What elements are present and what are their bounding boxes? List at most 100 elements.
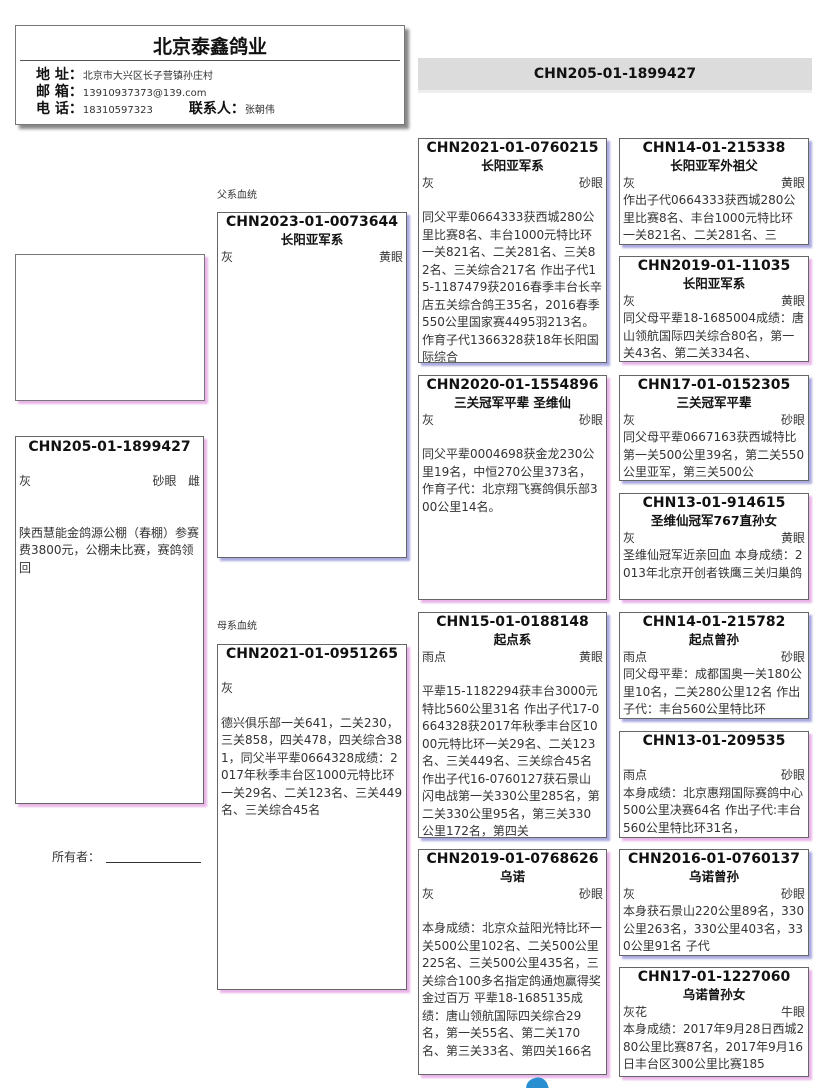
eye-type: 砂眼: [780, 412, 805, 427]
feather-color: 灰花: [623, 1004, 648, 1019]
breeder-header: 北京泰鑫鸽业 地 址：北京市大兴区长子营镇孙庄村 邮 箱：13910937373…: [15, 25, 405, 125]
address-value: 北京市大兴区长子营镇孙庄村: [82, 71, 213, 82]
color-eye-row: 灰 黄眼: [623, 530, 805, 548]
feather-color: 灰: [623, 412, 636, 427]
performance-notes: 同父平辈0664333获西城280公里比赛8名、丰台1000元特比环一关821名…: [422, 210, 602, 363]
subject-sex: 雌: [187, 474, 200, 488]
performance-notes: 同父平辈0004698获金龙230公里19名，中恒270公里373名，作育子代：…: [422, 447, 598, 514]
phone-label: 电 话：: [36, 101, 83, 117]
feather-color: 灰: [422, 412, 435, 427]
ring-number: CHN13-01-914615: [642, 495, 786, 511]
eye-type: 砂眼: [578, 886, 603, 901]
contact-value: 张朝伟: [244, 105, 275, 116]
subject-ring: CHN205-01-1899427: [28, 439, 191, 455]
feather-color: 雨点: [623, 768, 648, 782]
eye-type: 黄眼: [578, 649, 603, 664]
subject-card: CHN205-01-1899427 灰砂眼 雌 陕西慧能金鸽源公棚（春棚）参赛费…: [15, 436, 204, 804]
subject-notes: 陕西慧能金鸽源公棚（春棚）参赛费3800元，公棚未比赛，赛鸽领回: [19, 525, 200, 575]
dam-line-label: 母系血统: [217, 621, 257, 632]
ring-number: CHN2023-01-0073644: [226, 214, 398, 230]
performance-notes: 本身成绩：北京惠翔国际赛鸽中心500公里决赛64名 作出子代:丰台560公里特比…: [623, 785, 804, 835]
feather-color: 灰: [221, 249, 234, 264]
eye-type: 黄眼: [780, 175, 805, 190]
color-eye-row: 灰 砂眼: [623, 886, 805, 904]
logo-icon: [523, 1074, 549, 1088]
ring-number: CHN17-01-1227060: [637, 969, 791, 985]
ring-number: CHN2019-01-11035: [637, 258, 791, 274]
feather-color: 灰: [623, 293, 636, 308]
color-eye-row: 灰 砂眼: [422, 886, 603, 904]
eye-type: 砂眼: [780, 886, 805, 901]
ring-number: CHN17-01-0152305: [637, 377, 791, 393]
strain-name: [623, 750, 805, 767]
feather-color: 灰: [221, 681, 234, 695]
eye-type: 黄眼: [780, 293, 805, 308]
subject-color: 灰: [19, 474, 32, 488]
ring-number: CHN14-01-215782: [642, 614, 786, 630]
ancestor-card: CHN17-01-0152305 三关冠军平辈灰 砂眼同父母平辈0667163获西城…: [619, 375, 809, 481]
strain-name: 长阳亚军系: [481, 158, 544, 173]
ring-number: CHN2020-01-1554896: [426, 377, 599, 393]
color-eye-row: 灰花 牛眼: [623, 1004, 805, 1022]
ring-number: CHN2021-01-0951265: [226, 646, 398, 662]
eye-type: 黄眼: [378, 249, 403, 264]
feather-color: 雨点: [422, 649, 447, 664]
owner-label: 所有者：: [52, 850, 101, 864]
ring-number: CHN15-01-0188148: [436, 614, 589, 630]
eye-type: 砂眼: [578, 175, 603, 190]
color-eye-row: 灰 黄眼: [221, 249, 403, 267]
ring-banner: CHN205-01-1899427: [418, 58, 812, 93]
feather-color: 灰: [623, 886, 636, 901]
ring-number: CHN2016-01-0760137: [628, 851, 800, 867]
contact-label: 联系人：: [188, 101, 245, 117]
color-eye-row: 灰 黄眼: [623, 293, 805, 311]
performance-notes: 本身成绩：北京众益阳光特比环一关500公里102名、二关500公里225名、三关…: [422, 921, 603, 1058]
eye-type: 黄眼: [780, 530, 805, 545]
feather-color: 灰: [623, 175, 636, 190]
owner-signature-line: [106, 862, 202, 863]
performance-notes: 平辈15-1182294获丰台3000元特比560公里31名 作出子代17-06…: [422, 684, 600, 838]
feather-color: 雨点: [623, 649, 648, 664]
performance-notes: 作出子代0664333获西城280公里比赛8名、丰台1000元特比环一关821名…: [623, 193, 796, 242]
email-label: 邮 箱：: [36, 84, 83, 100]
eye-type: 牛眼: [780, 1004, 805, 1019]
color-eye-row: 雨点 黄眼: [422, 649, 603, 667]
strain-name: 乌诺: [499, 869, 525, 884]
company-name: 北京泰鑫鸽业: [152, 36, 267, 58]
ancestor-card: CHN14-01-215338 长阳亚军外祖父灰 黄眼作出子代0664333获西城2…: [619, 138, 809, 245]
performance-notes: 同父母平辈18-1685004成绩：唐山领航国际四关综合80名，第一关43名、第…: [623, 311, 805, 360]
performance-notes: 本身获石景山220公里89名，330公里263名，330公里403名，330公里…: [623, 904, 805, 953]
performance-notes: 同父母平辈0667163获西城特比第一关500公里39名，第二关550公里亚军，…: [623, 430, 805, 479]
sire-line-label: 父系血统: [217, 190, 257, 201]
spacer: [422, 903, 603, 920]
spacer: [422, 666, 603, 683]
address-label: 地 址：: [36, 67, 83, 83]
color-eye-row: 灰: [221, 680, 403, 698]
owner-field: 所有者：: [52, 848, 202, 865]
strain-name: 乌诺曾孙: [688, 869, 739, 884]
performance-notes: 圣维仙冠军近亲回血 本身成绩：2013年北京开创者铁鹰三关归巢鸽: [623, 548, 803, 580]
email-value: 13910937373@139.com: [82, 88, 207, 99]
ring-number: CHN2021-01-0760215: [426, 140, 599, 156]
strain-name: 三关冠军平辈: [676, 395, 752, 410]
photo-placeholder: [15, 254, 205, 401]
feather-color: 灰: [422, 175, 435, 190]
feather-color: 灰: [422, 886, 435, 901]
eye-type: 砂眼: [578, 412, 603, 427]
eye-type: 砂眼: [780, 768, 805, 782]
color-eye-row: 灰 砂眼: [422, 175, 603, 193]
strain-name: 长阳亚军外祖父: [670, 158, 758, 173]
strain-name: 起点曾孙: [688, 632, 739, 647]
feather-color: 灰: [623, 530, 636, 545]
grandsire-paternal-card: CHN2021-01-0760215 长阳亚军系灰 砂眼同父平辈0664333获西城…: [418, 138, 607, 363]
color-eye-row: 灰 砂眼: [623, 412, 805, 430]
ring-number: CHN14-01-215338: [642, 140, 786, 156]
color-eye-row: 雨点 砂眼: [623, 649, 805, 667]
eye-type: 砂眼: [780, 649, 805, 664]
